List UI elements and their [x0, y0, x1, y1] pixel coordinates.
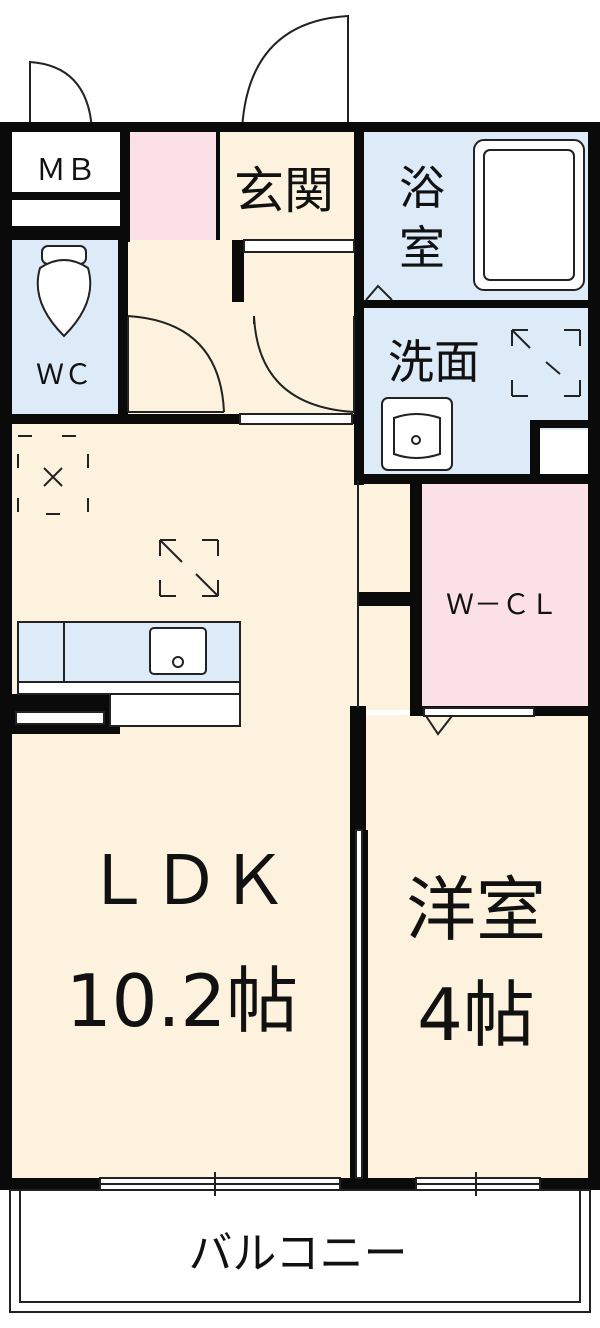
closet-door-swing-icon — [425, 715, 453, 736]
washroom-label: 洗面 — [388, 335, 480, 389]
wall-top — [0, 122, 600, 132]
western-room-fill — [362, 715, 588, 1180]
wall-western-left — [362, 830, 368, 1180]
kitchen-opening — [15, 711, 105, 725]
balcony — [9, 1172, 591, 1313]
wall-wc-right — [118, 240, 128, 420]
ldk-name-label: ＬＤＫ — [84, 842, 288, 921]
entrance-tile-fill — [130, 130, 218, 240]
wall-washroom-bottom — [354, 474, 588, 484]
ldk-fill — [10, 420, 358, 1180]
mb-door-swing-icon — [29, 60, 93, 131]
wall-corridor-mid — [358, 592, 414, 606]
wall-entrance-left — [216, 130, 220, 240]
wall-right — [588, 122, 600, 1190]
western-room-sliding — [355, 829, 363, 1179]
thin-lines — [15, 239, 535, 1179]
wall-mb-bottom — [10, 192, 122, 200]
kitchen-sink-icon — [149, 627, 207, 675]
washroom-small-box — [538, 430, 588, 476]
wall-washroom-box — [530, 420, 540, 480]
wall-ldk-right — [350, 830, 356, 1180]
balcony-label: バルコニー — [188, 1228, 407, 1279]
wall-ldk-right-top — [350, 706, 366, 830]
toilet-icon — [36, 245, 92, 338]
wc-door-swing-icon — [127, 315, 225, 413]
labels: ＭＢ 玄関 浴 室 ＷＣ 洗面 Ｗ－ＣＬ ＬＤＫ 10.2帖 洋室 4帖 バルコ… — [36, 153, 558, 1279]
fixtures — [17, 139, 585, 727]
western-name-label: 洋室 — [406, 869, 546, 951]
kitchen-ventilation-icon — [159, 539, 219, 597]
hall-doors — [127, 315, 355, 425]
closet-label: Ｗ－ＣＬ — [446, 588, 558, 621]
entrance-door-swing-icon — [241, 14, 349, 131]
mb-label: ＭＢ — [36, 153, 96, 188]
closet-door-opening — [423, 707, 535, 717]
bath-label-1: 浴 — [399, 161, 445, 215]
bath-label-2: 室 — [399, 221, 445, 275]
hall-opening — [239, 413, 353, 425]
wall-washroom-left — [354, 305, 364, 485]
wall-bath-bottom — [362, 300, 588, 308]
wall-hall-stub — [232, 240, 244, 302]
wall-wc-bottom — [10, 414, 358, 424]
ldk-ventilation-icon — [17, 435, 89, 515]
entry-doors — [29, 14, 349, 131]
entrance-label: 玄関 — [234, 162, 334, 220]
wall-mb-right — [120, 130, 130, 242]
closet-fill — [420, 480, 588, 710]
mb-fill — [10, 130, 120, 192]
wall-closet-left — [410, 480, 422, 716]
western-size-label: 4帖 — [417, 973, 535, 1057]
wall-bath-left — [354, 130, 364, 310]
ldk-size-label: 10.2帖 — [66, 959, 298, 1043]
bathtub-icon — [473, 139, 585, 291]
washroom-door-swing-icon — [253, 315, 355, 413]
entrance-fill — [218, 130, 356, 240]
wc-label: ＷＣ — [36, 358, 92, 391]
wall-left — [0, 122, 12, 1190]
wall-washroom-box-top — [530, 420, 588, 428]
bath-door-swing-icon — [365, 284, 393, 301]
washroom-ventilation-icon — [511, 329, 581, 397]
sink-icon — [381, 397, 453, 471]
hall-step — [243, 239, 355, 253]
wall-mb-shelf — [10, 226, 122, 240]
